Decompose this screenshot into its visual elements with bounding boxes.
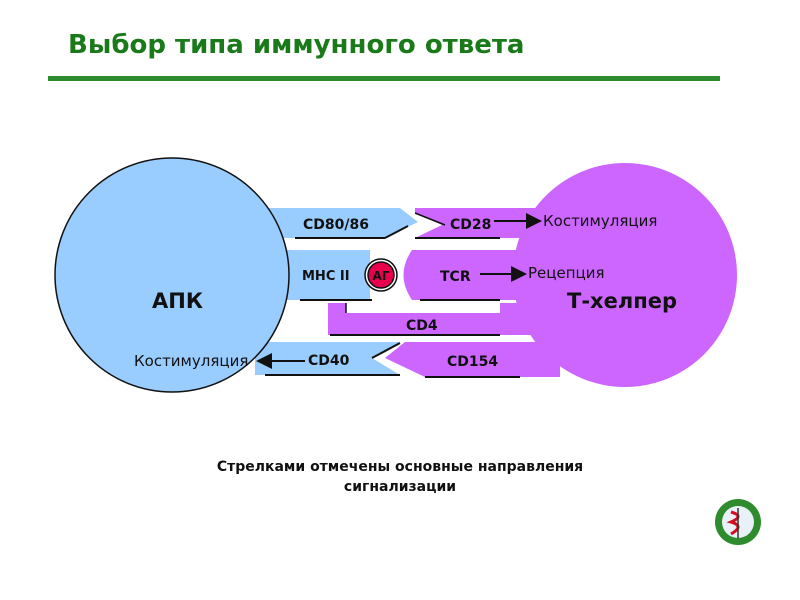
ag-label: АГ [373,269,390,283]
apc-label: АПК [152,289,203,313]
mhc-label: MHC II [302,269,350,284]
cd80-label: CD80/86 [303,217,369,233]
caption: Стрелками отмечены основные направления … [150,457,650,497]
caption-line-2: сигнализации [343,479,457,495]
right-costim-label: Костимуляция [543,212,657,230]
reception-label: Рецепция [528,264,605,282]
cd28-label: CD28 [450,217,491,233]
apc-cell [54,157,290,393]
tcr-label: TCR [440,269,471,285]
caption-line-1: Стрелками отмечены основные направления [216,459,584,475]
th-label: Т-хелпер [567,289,677,313]
cd154-label: CD154 [447,354,498,370]
title-divider [48,76,720,81]
slide-title: Выбор типа иммунного ответа [68,30,525,60]
left-costim-label: Костимуляция [134,352,248,370]
th-cell [513,163,737,387]
cd40-label: CD40 [308,353,350,369]
cd80-band [260,208,418,238]
medical-emblem-icon [715,499,761,545]
cd154-band [385,342,560,377]
antigen [367,261,395,289]
cd40-band [255,342,400,375]
cd4-label: CD4 [406,318,438,334]
